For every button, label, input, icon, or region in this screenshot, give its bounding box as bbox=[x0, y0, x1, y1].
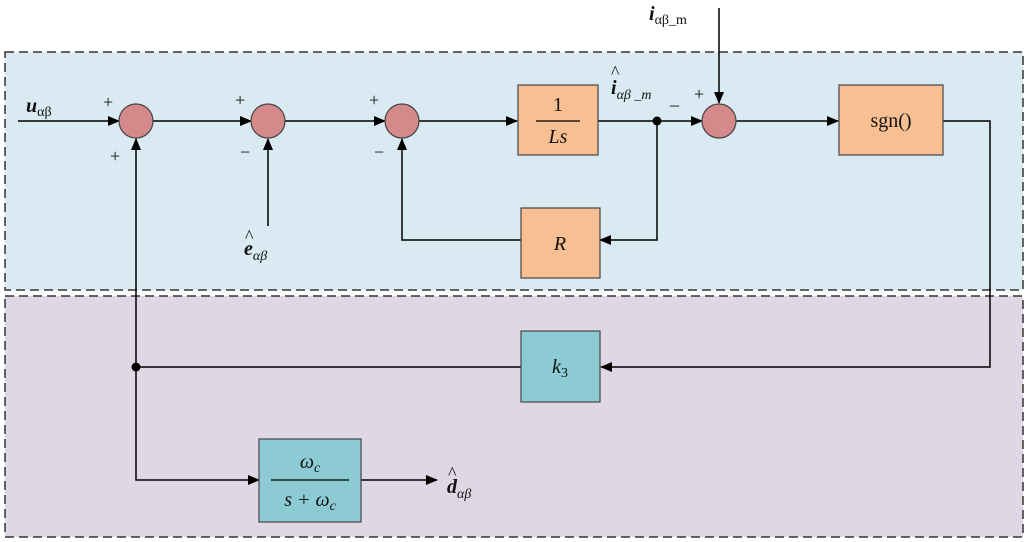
wire-sgn-to-k3 bbox=[600, 120, 991, 372]
hat-d: ^ bbox=[448, 463, 457, 483]
summer-2 bbox=[250, 103, 286, 139]
sign-s1-bottom: + bbox=[110, 146, 120, 166]
sign-function-block bbox=[838, 84, 944, 156]
wire-node-to-lpf bbox=[135, 367, 260, 485]
junction-dot-i-hat bbox=[652, 116, 662, 126]
sign-s4-top: + bbox=[694, 84, 704, 104]
junction-dot-k3 bbox=[131, 362, 141, 372]
sign-s3-bottom: − bbox=[374, 142, 384, 162]
sign-function-label: sgn() bbox=[870, 110, 911, 132]
lpf-denominator: s + ωc bbox=[284, 489, 336, 514]
signal-d-hat: dαβ bbox=[447, 476, 471, 502]
signal-u-alpha-beta: uαβ bbox=[26, 95, 52, 120]
hat-e: ^ bbox=[245, 226, 254, 246]
wire-r-to-s3 bbox=[397, 138, 521, 241]
disturbance-estimation-region bbox=[4, 295, 1024, 538]
gain-k3-block bbox=[520, 330, 601, 403]
lpf-numerator: ωc bbox=[300, 451, 321, 476]
sign-s2-left: + bbox=[235, 90, 245, 110]
sign-s4-left: _ bbox=[669, 88, 680, 108]
wire-feedback-to-r bbox=[599, 121, 658, 245]
signal-e-hat: eαβ bbox=[244, 238, 267, 264]
integrator-numerator: 1 bbox=[553, 94, 563, 116]
gain-k3-label: k3 bbox=[552, 356, 568, 381]
summer-3 bbox=[384, 103, 420, 139]
hat-i: ^ bbox=[611, 62, 620, 82]
signal-i-measured: iαβ_m bbox=[649, 3, 687, 28]
signal-i-hat: iαβ _m bbox=[611, 77, 652, 103]
sign-s1-left: + bbox=[103, 92, 113, 112]
summer-1 bbox=[118, 103, 154, 139]
summer-4 bbox=[701, 103, 737, 139]
integrator-block bbox=[517, 84, 599, 156]
integrator-denominator: Ls bbox=[548, 126, 568, 148]
resistance-block bbox=[520, 207, 601, 279]
sign-s3-left: + bbox=[369, 90, 379, 110]
sign-s2-bottom: − bbox=[240, 142, 250, 162]
resistance-label: R bbox=[553, 233, 566, 255]
